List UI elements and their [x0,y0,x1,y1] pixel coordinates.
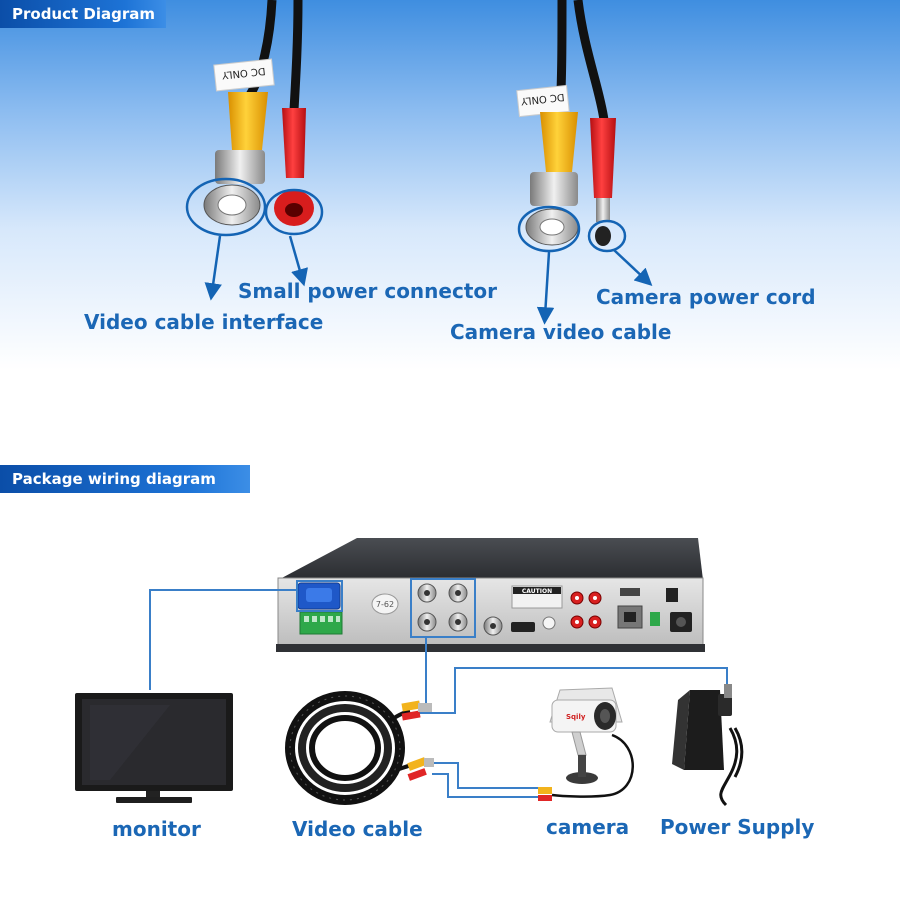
security-camera: Sqily [538,687,634,801]
dvr-hdmi-port [511,622,535,632]
product-diagram-title: Product Diagram [0,0,166,28]
svg-text:7-62: 7-62 [376,600,394,609]
right-power-wire [573,0,609,121]
left-bnc-yellow-boot [228,92,268,150]
camera-power-callout [587,219,627,253]
svg-text:DC ONLY: DC ONLY [221,65,266,81]
power-supply-adapter [672,684,744,807]
monitor-device [75,693,233,803]
dvr-panel-sticker [371,593,399,615]
right-power-plug [595,226,611,246]
right-cable-tag: DC ONLY [516,84,570,118]
video-cable-coil [285,691,434,805]
camera-pigtail [551,733,634,798]
left-bnc-socket [217,194,247,216]
video-cable-interface-label: Video cable interface [84,310,324,334]
power-supply-to-cable-line [418,667,728,714]
bnc-highlight-box [410,578,476,638]
dvr-alarm-terminal [299,611,343,635]
dvr-bnc-inputs [417,583,503,636]
right-cable-pair: DC ONLY [516,0,653,325]
cable-to-camera-power-line [432,773,540,798]
camera-bracket [571,731,587,756]
video-cable-label: Video cable [292,817,423,841]
right-red-boot [590,118,616,198]
dvr-recorder: 7-62 CAUTION [276,538,705,652]
left-bnc-collar [215,150,265,184]
monitor-label: monitor [112,817,201,841]
camera-power-cord-label: Camera power cord [596,285,816,309]
vga-to-monitor-line [149,589,297,690]
video-interface-arrow [204,235,222,301]
left-cable-tag: DC ONLY [213,58,275,92]
wiring-lines [149,589,728,798]
small-power-callout [264,188,324,236]
dvr-power-switch [666,588,678,602]
camera-power-arrow [613,249,653,286]
svg-text:DC ONLY: DC ONLY [520,91,565,107]
right-bnc-collar [530,172,578,206]
right-bnc-plug [539,218,565,236]
left-power-socket [285,203,303,217]
camera-mount-base [566,772,598,784]
left-power-wire [289,0,303,111]
camera-label: camera [546,815,630,839]
dvr-usb-port [620,588,640,596]
product-section-background [0,0,900,370]
camera-video-arrow [536,251,555,325]
monitor-stand [116,797,192,803]
camera-video-callout [517,205,581,253]
dvr-audio-ports [542,591,602,630]
left-cable-pair: DC ONLY [185,0,324,301]
video-interface-callout [185,177,267,237]
svg-text:CAUTION: CAUTION [522,588,552,595]
left-red-boot [282,108,306,178]
package-wiring-title: Package wiring diagram [0,465,250,493]
adapter-cord [719,727,739,807]
dvr-top-cover [278,538,703,580]
adapter-body [684,690,724,770]
small-power-connector-label: Small power connector [238,279,497,303]
camera-video-cable-label: Camera video cable [450,320,672,344]
vga-highlight-box [296,580,343,612]
right-bnc-yellow-boot [540,112,578,172]
coil-bottom-connectors [407,757,434,781]
coil-top-connectors [401,700,432,721]
cable-to-camera-video-line [432,762,540,789]
small-power-arrow [288,235,309,287]
power-supply-label: Power Supply [660,815,815,839]
camera-brand-text: Sqily [566,713,586,721]
left-video-wire [246,0,277,98]
